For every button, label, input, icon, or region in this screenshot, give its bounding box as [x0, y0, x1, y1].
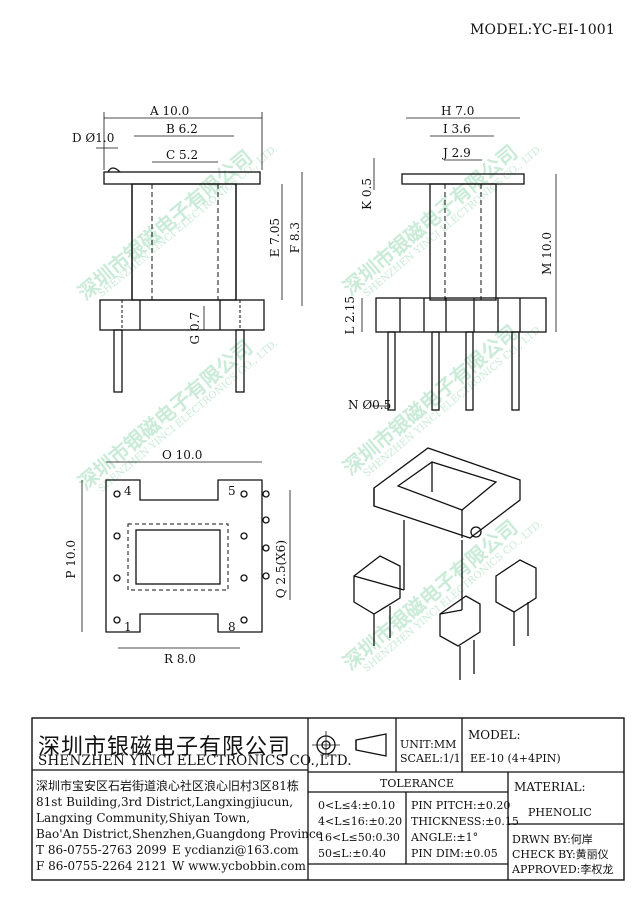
header-model-label: MODEL:YC-EI-1001: [470, 22, 616, 38]
pin-label-1: 1: [124, 620, 132, 634]
model-label: MODEL:: [468, 728, 521, 742]
checked-by: CHECK BY:黄丽仪: [512, 848, 609, 861]
address-en-2: Langxing Community,Shiyan Town,: [36, 811, 251, 825]
pin-spec-item: ANGLE:±1°: [411, 831, 479, 844]
pin-spec-list: PIN PITCH:±0.20 THICKNESS:±0.15 ANGLE:±1…: [411, 798, 519, 862]
pin-spec-item: THICKNESS:±0.15: [411, 815, 519, 828]
material-value: PHENOLIC: [528, 806, 592, 819]
material-label: MATERIAL:: [514, 780, 586, 794]
dim-h: H 7.0: [441, 104, 475, 118]
drawn-by: DRWN BY:何岸: [512, 833, 593, 846]
dim-o: O 10.0: [162, 448, 203, 462]
unit: UNIT:MM: [400, 738, 457, 751]
fax: F 86-0755-2264 2121: [36, 859, 167, 873]
dim-g: G 0.7: [188, 312, 202, 345]
tolerance-item: 0<L≤4:±0.10: [318, 799, 396, 812]
pin-spec-item: PIN PITCH:±0.20: [411, 799, 511, 812]
dim-n: N Ø0.5: [348, 398, 392, 412]
pin-label-8: 8: [228, 620, 236, 634]
dim-d: D Ø1.0: [72, 131, 115, 145]
dim-m: M 10.0: [540, 232, 554, 275]
website: W www.ycbobbin.com: [172, 859, 306, 873]
dim-c: C 5.2: [166, 148, 199, 162]
dim-p: P 10.0: [64, 540, 78, 579]
dim-a: A 10.0: [150, 104, 190, 118]
tolerance-item: 50≤L:±0.40: [318, 847, 386, 860]
tolerance-list: 0<L≤4:±0.10 4<L≤16:±0.20 16<L≤50:0.30 50…: [318, 798, 402, 862]
email: E ycdianzi@163.com: [172, 843, 299, 857]
address-en-3: Bao'An District,Shenzhen,Guangdong Provi…: [36, 827, 323, 841]
tolerance-title: TOLERANCE: [380, 777, 454, 790]
isometric-view-drawing: [353, 447, 537, 680]
dim-i: I 3.6: [443, 122, 471, 136]
address-cn: 深圳市宝安区石岩街道浪心社区浪心旧村3区81栋: [36, 779, 299, 793]
dim-b: B 6.2: [166, 122, 198, 136]
dim-q: Q 2.5(X6): [274, 540, 288, 599]
tolerance-item: 4<L≤16:±0.20: [318, 815, 403, 828]
model-value: EE-10 (4+4PIN): [470, 752, 561, 765]
pin-label-5: 5: [228, 484, 236, 498]
tolerance-item: 16<L≤50:0.30: [318, 831, 400, 844]
pin-label-4: 4: [124, 484, 132, 498]
dim-j: J 2.9: [443, 146, 471, 160]
dim-f: F 8.3: [288, 222, 302, 254]
bottom-view-drawing: [81, 461, 291, 649]
title-block-frame: [31, 717, 625, 881]
approved-by: APPROVED:李权龙: [512, 863, 614, 876]
dim-k: K 0.5: [360, 178, 374, 210]
phone: T 86-0755-2763 2099: [36, 843, 167, 857]
company-name-cn: 深圳市银磁电子有限公司: [38, 735, 292, 760]
side-view-drawing: [361, 117, 557, 411]
dim-r: R 8.0: [164, 652, 196, 666]
pin-spec-item: PIN DIM:±0.05: [411, 847, 498, 860]
scale: SCAEL:1/1: [400, 752, 461, 765]
company-name-en: SHENZHEN YINCI ELECTRONICS CO.,LTD.: [38, 753, 352, 769]
dim-e: E 7.05: [268, 218, 282, 258]
front-view-drawing: [96, 112, 303, 393]
dim-l: L 2.15: [343, 296, 357, 335]
address-en-1: 81st Building,3rd District,Langxingjiucu…: [36, 795, 294, 809]
